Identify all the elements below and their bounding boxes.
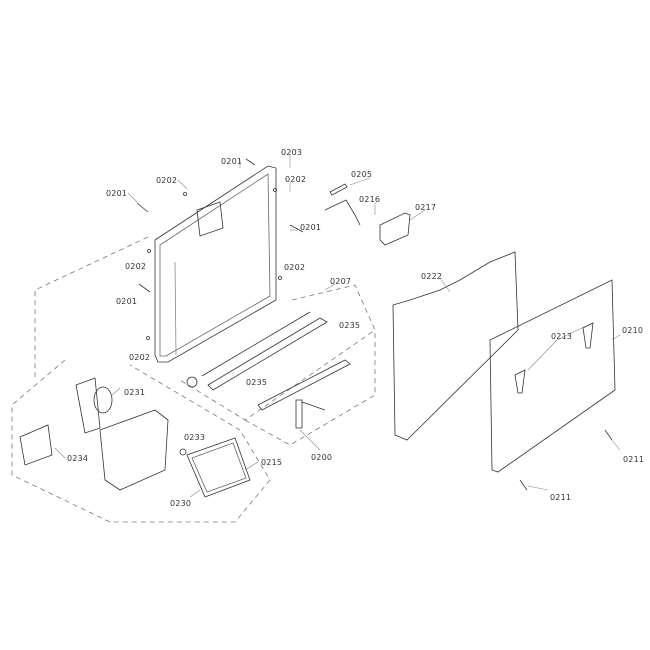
part-label-0203: 0203 <box>281 148 303 157</box>
outer-panels <box>392 251 616 491</box>
part-label-0201: 0201 <box>300 223 322 232</box>
part-label-0201: 0201 <box>116 297 138 306</box>
hinge-parts <box>324 183 411 246</box>
part-label-0202: 0202 <box>284 263 306 272</box>
part-label-0202: 0202 <box>156 176 178 185</box>
part-label-0202: 0202 <box>285 175 307 184</box>
part-label-0235: 0235 <box>246 378 268 387</box>
rails <box>186 311 351 429</box>
part-label-0200: 0200 <box>311 453 333 462</box>
group-outlines <box>11 236 376 523</box>
inner-door-panel <box>154 165 277 363</box>
part-label-0202: 0202 <box>125 262 147 271</box>
part-label-0210: 0210 <box>622 326 644 335</box>
part-label-0211: 0211 <box>550 493 572 502</box>
part-label-0217: 0217 <box>415 203 437 212</box>
part-label-0230: 0230 <box>170 499 192 508</box>
part-label-0201: 0201 <box>106 189 128 198</box>
part-label-0205: 0205 <box>351 170 373 179</box>
part-label-0222: 0222 <box>421 272 443 281</box>
screws <box>136 158 304 340</box>
part-label-0213: 0213 <box>551 332 573 341</box>
part-label-0211: 0211 <box>623 455 645 464</box>
part-label-0202: 0202 <box>129 353 151 362</box>
part-label-0215: 0215 <box>261 458 283 467</box>
part-label-0201: 0201 <box>221 157 243 166</box>
part-label-0216: 0216 <box>359 195 381 204</box>
part-label-0207: 0207 <box>330 277 352 286</box>
part-label-0233: 0233 <box>184 433 206 442</box>
part-label-0234: 0234 <box>67 454 89 463</box>
control-module <box>19 377 251 498</box>
part-label-0235: 0235 <box>339 321 361 330</box>
part-label-0231: 0231 <box>124 388 146 397</box>
leader-lines <box>54 155 621 498</box>
